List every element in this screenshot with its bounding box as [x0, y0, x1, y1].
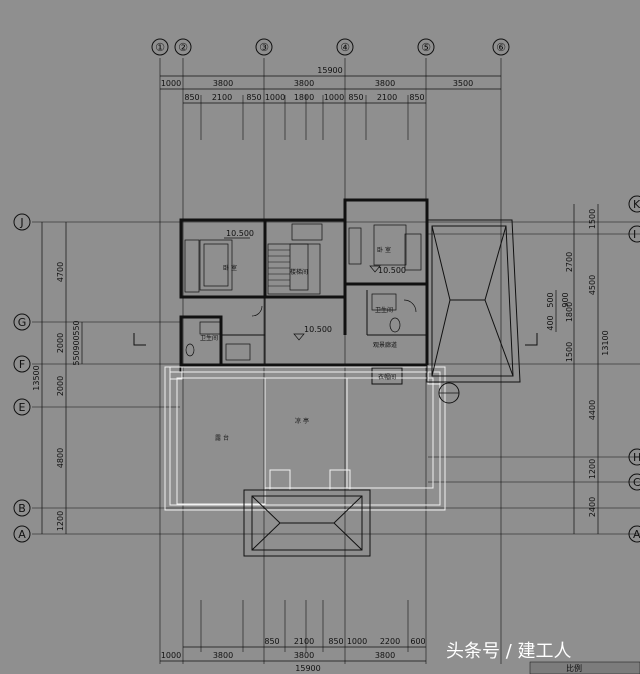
elevation-right-bedroom: 10.500	[378, 266, 406, 275]
axis-lines	[32, 58, 640, 664]
dim-bottom-r1-2: 3800	[213, 651, 233, 660]
dim-bottom-r1-1: 1000	[161, 651, 181, 660]
room-closet: 衣帽间	[378, 373, 396, 381]
dim-right-inner-3: 400	[546, 315, 555, 330]
room-bedroom-right: 卧 室	[377, 246, 391, 254]
corner-title-block: 比例	[529, 661, 640, 674]
axis-label-left-b: B	[18, 502, 26, 515]
dim-top-r2-7: 850	[348, 93, 363, 102]
dim-bottom-total: 15900	[295, 664, 320, 673]
axis-label-left-j: J	[19, 216, 23, 229]
corner-note: 比例	[566, 663, 582, 673]
elevation-left-bedroom: 10.500	[226, 229, 254, 238]
dim-right-outer-2: 2700	[565, 252, 574, 272]
room-stair: 楼梯间	[290, 268, 308, 276]
dim-top-r1-1: 1000	[161, 79, 181, 88]
dim-left-outer-2: 2000	[56, 333, 65, 353]
axis-label-top-2: ②	[178, 41, 188, 54]
dim-top-r1-4: 3800	[375, 79, 395, 88]
room-bedroom-left: 卧 室	[223, 264, 237, 272]
dim-top-r2-6: 1000	[324, 93, 344, 102]
axis-bubbles-right: K I H C A	[628, 195, 640, 543]
dim-bottom-r2-2: 2100	[294, 637, 314, 646]
walls	[179, 198, 429, 385]
room-pavilion: 凉 亭	[295, 417, 309, 425]
dim-right-inner-2: 900	[561, 292, 570, 307]
dim-left-outer-5: 1200	[56, 511, 65, 531]
axis-label-top-1: ①	[155, 41, 165, 54]
dim-top-r1-5: 3500	[453, 79, 473, 88]
balustrade	[164, 366, 446, 511]
dim-top-r2-1: 850	[184, 93, 199, 102]
axis-label-top-6: ⑥	[496, 41, 506, 54]
dim-right-outer-1: 1500	[588, 209, 597, 229]
axis-label-right-i: I	[633, 228, 636, 241]
elevation-marks: 10.500 10.500 10.500	[224, 229, 406, 341]
dim-top-r2-4: 1000	[265, 93, 285, 102]
dim-right-outer-6: 1200	[588, 459, 597, 479]
dim-top-r1-2: 3800	[213, 79, 233, 88]
axis-label-left-a: A	[18, 528, 26, 541]
dim-top-r1-3: 3800	[294, 79, 314, 88]
axis-label-right-h: H	[633, 451, 640, 464]
dim-bottom-r2-3: 850	[328, 637, 343, 646]
dim-bottom-r2-1: 850	[264, 637, 279, 646]
dim-right-inner-1: 500	[546, 292, 555, 307]
room-corridor: 观景廊道	[373, 341, 397, 349]
axis-label-left-e: E	[19, 401, 26, 414]
axis-bubbles-top: ① ② ③ ④ ⑤ ⑥	[151, 38, 510, 56]
axis-bubbles-left: J G F E B A	[13, 213, 31, 543]
dim-top-r2-8: 2100	[377, 93, 397, 102]
dim-left-outer-3: 2000	[56, 376, 65, 396]
roof-right	[426, 219, 521, 383]
dim-top-r2-3: 850	[246, 93, 261, 102]
dim-right-inner-4: 1800	[565, 302, 574, 322]
dim-left-outer-4: 4800	[56, 448, 65, 468]
axis-label-top-3: ③	[259, 41, 269, 54]
furniture	[184, 224, 422, 361]
dim-left-inner-2: 900	[72, 335, 81, 350]
axis-label-top-4: ④	[340, 41, 350, 54]
dim-top-r2-2: 2100	[212, 93, 232, 102]
axis-label-right-c: C	[633, 476, 640, 489]
watermark-text: 头条号 / 建工人	[446, 641, 572, 662]
axis-label-left-g: G	[18, 316, 27, 329]
dim-bottom-r1-4: 3800	[375, 651, 395, 660]
dim-left-inner-3: 550	[72, 350, 81, 365]
dimension-top: 15900 1000 3800 3800 3800 3500 850 2100 …	[160, 66, 501, 140]
axis-label-right-k: K	[633, 198, 640, 211]
room-bath-left: 卫生间	[200, 334, 218, 342]
watermark: 头条号 / 建工人	[446, 641, 572, 662]
roof-front	[243, 489, 371, 557]
dim-right-outer-5: 4400	[588, 400, 597, 420]
room-terrace: 露 台	[215, 434, 229, 442]
dim-top-r2-5: 1800	[294, 93, 314, 102]
axis-label-right-a: A	[633, 528, 640, 541]
dim-left-inner-1: 550	[72, 320, 81, 335]
dim-right-outer-7: 2400	[588, 497, 597, 517]
dim-right-outer-3: 4500	[588, 275, 597, 295]
axis-label-top-5: ⑤	[421, 41, 431, 54]
dim-right-total: 13100	[601, 330, 610, 355]
room-labels: 卧 室 楼梯间 卧 室 卫生间 卫生间 观景廊道 衣帽间 露 台 凉 亭	[200, 246, 397, 442]
dim-left-total: 13500	[32, 365, 41, 390]
axis-label-left-f: F	[19, 358, 25, 371]
dim-bottom-r1-3: 3800	[294, 651, 314, 660]
elevation-center: 10.500	[304, 325, 332, 334]
room-bath-right: 卫生间	[375, 306, 393, 314]
dim-bottom-r2-5: 2200	[380, 637, 400, 646]
dimension-right: 1500 2700 4500 500 900 400 1800 1500 131…	[546, 204, 610, 534]
dim-right-outer-4: 1500	[565, 342, 574, 362]
dimension-left: 13500 4700 2000 2000 4800 1200 550 900 5…	[32, 222, 83, 534]
dim-left-outer-1: 4700	[56, 262, 65, 282]
section-markers	[133, 333, 538, 404]
stair	[267, 223, 323, 295]
dim-bottom-r2-4: 1000	[347, 637, 367, 646]
dim-top-r2-9: 850	[409, 93, 424, 102]
dim-top-total: 15900	[317, 66, 342, 75]
dim-bottom-r2-6: 600	[410, 637, 425, 646]
dimension-bottom: 850 2100 850 1000 2200 600 1000 3800 380…	[160, 600, 426, 673]
